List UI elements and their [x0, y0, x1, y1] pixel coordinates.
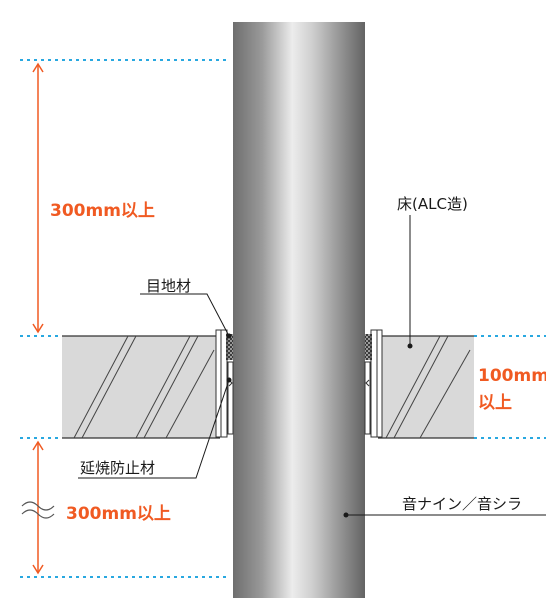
floor-thickness-label-line1: 100mm [478, 366, 546, 386]
penetration-detail-left [215, 329, 234, 438]
penetration-detail-right [364, 329, 383, 438]
leader-lines [78, 215, 546, 516]
bottom-clearance-label: 300mm以上 [66, 504, 171, 524]
pipe [233, 22, 365, 598]
floor-slab-right [378, 335, 474, 439]
top-clearance-label: 300mm以上 [50, 201, 155, 221]
fire-stop-label: 延焼防止材 [80, 459, 156, 477]
guide-lines [20, 59, 546, 578]
leader-dots [226, 333, 413, 518]
joint-material-leader [140, 293, 230, 337]
top-dimension-arrow [32, 62, 44, 334]
fire-stop-leader [78, 379, 230, 479]
floor-label: 床(ALC造) [397, 195, 468, 213]
floor-slab-left [62, 335, 220, 439]
pipe-label: 音ナイン／音シラ [402, 495, 523, 513]
joint-material-right [365, 334, 372, 360]
slab-hatching-right [385, 335, 471, 439]
break-mark-icon [21, 501, 55, 519]
fire-stop-material-left [227, 361, 234, 435]
joint-material-left [226, 334, 233, 360]
slab-hatching-left [73, 335, 215, 439]
floor-thickness-label-line2: 以上 [478, 393, 512, 413]
fire-stop-material-right [364, 361, 371, 435]
bottom-dimension-arrow [32, 440, 44, 575]
joint-material-label: 目地材 [146, 277, 192, 295]
